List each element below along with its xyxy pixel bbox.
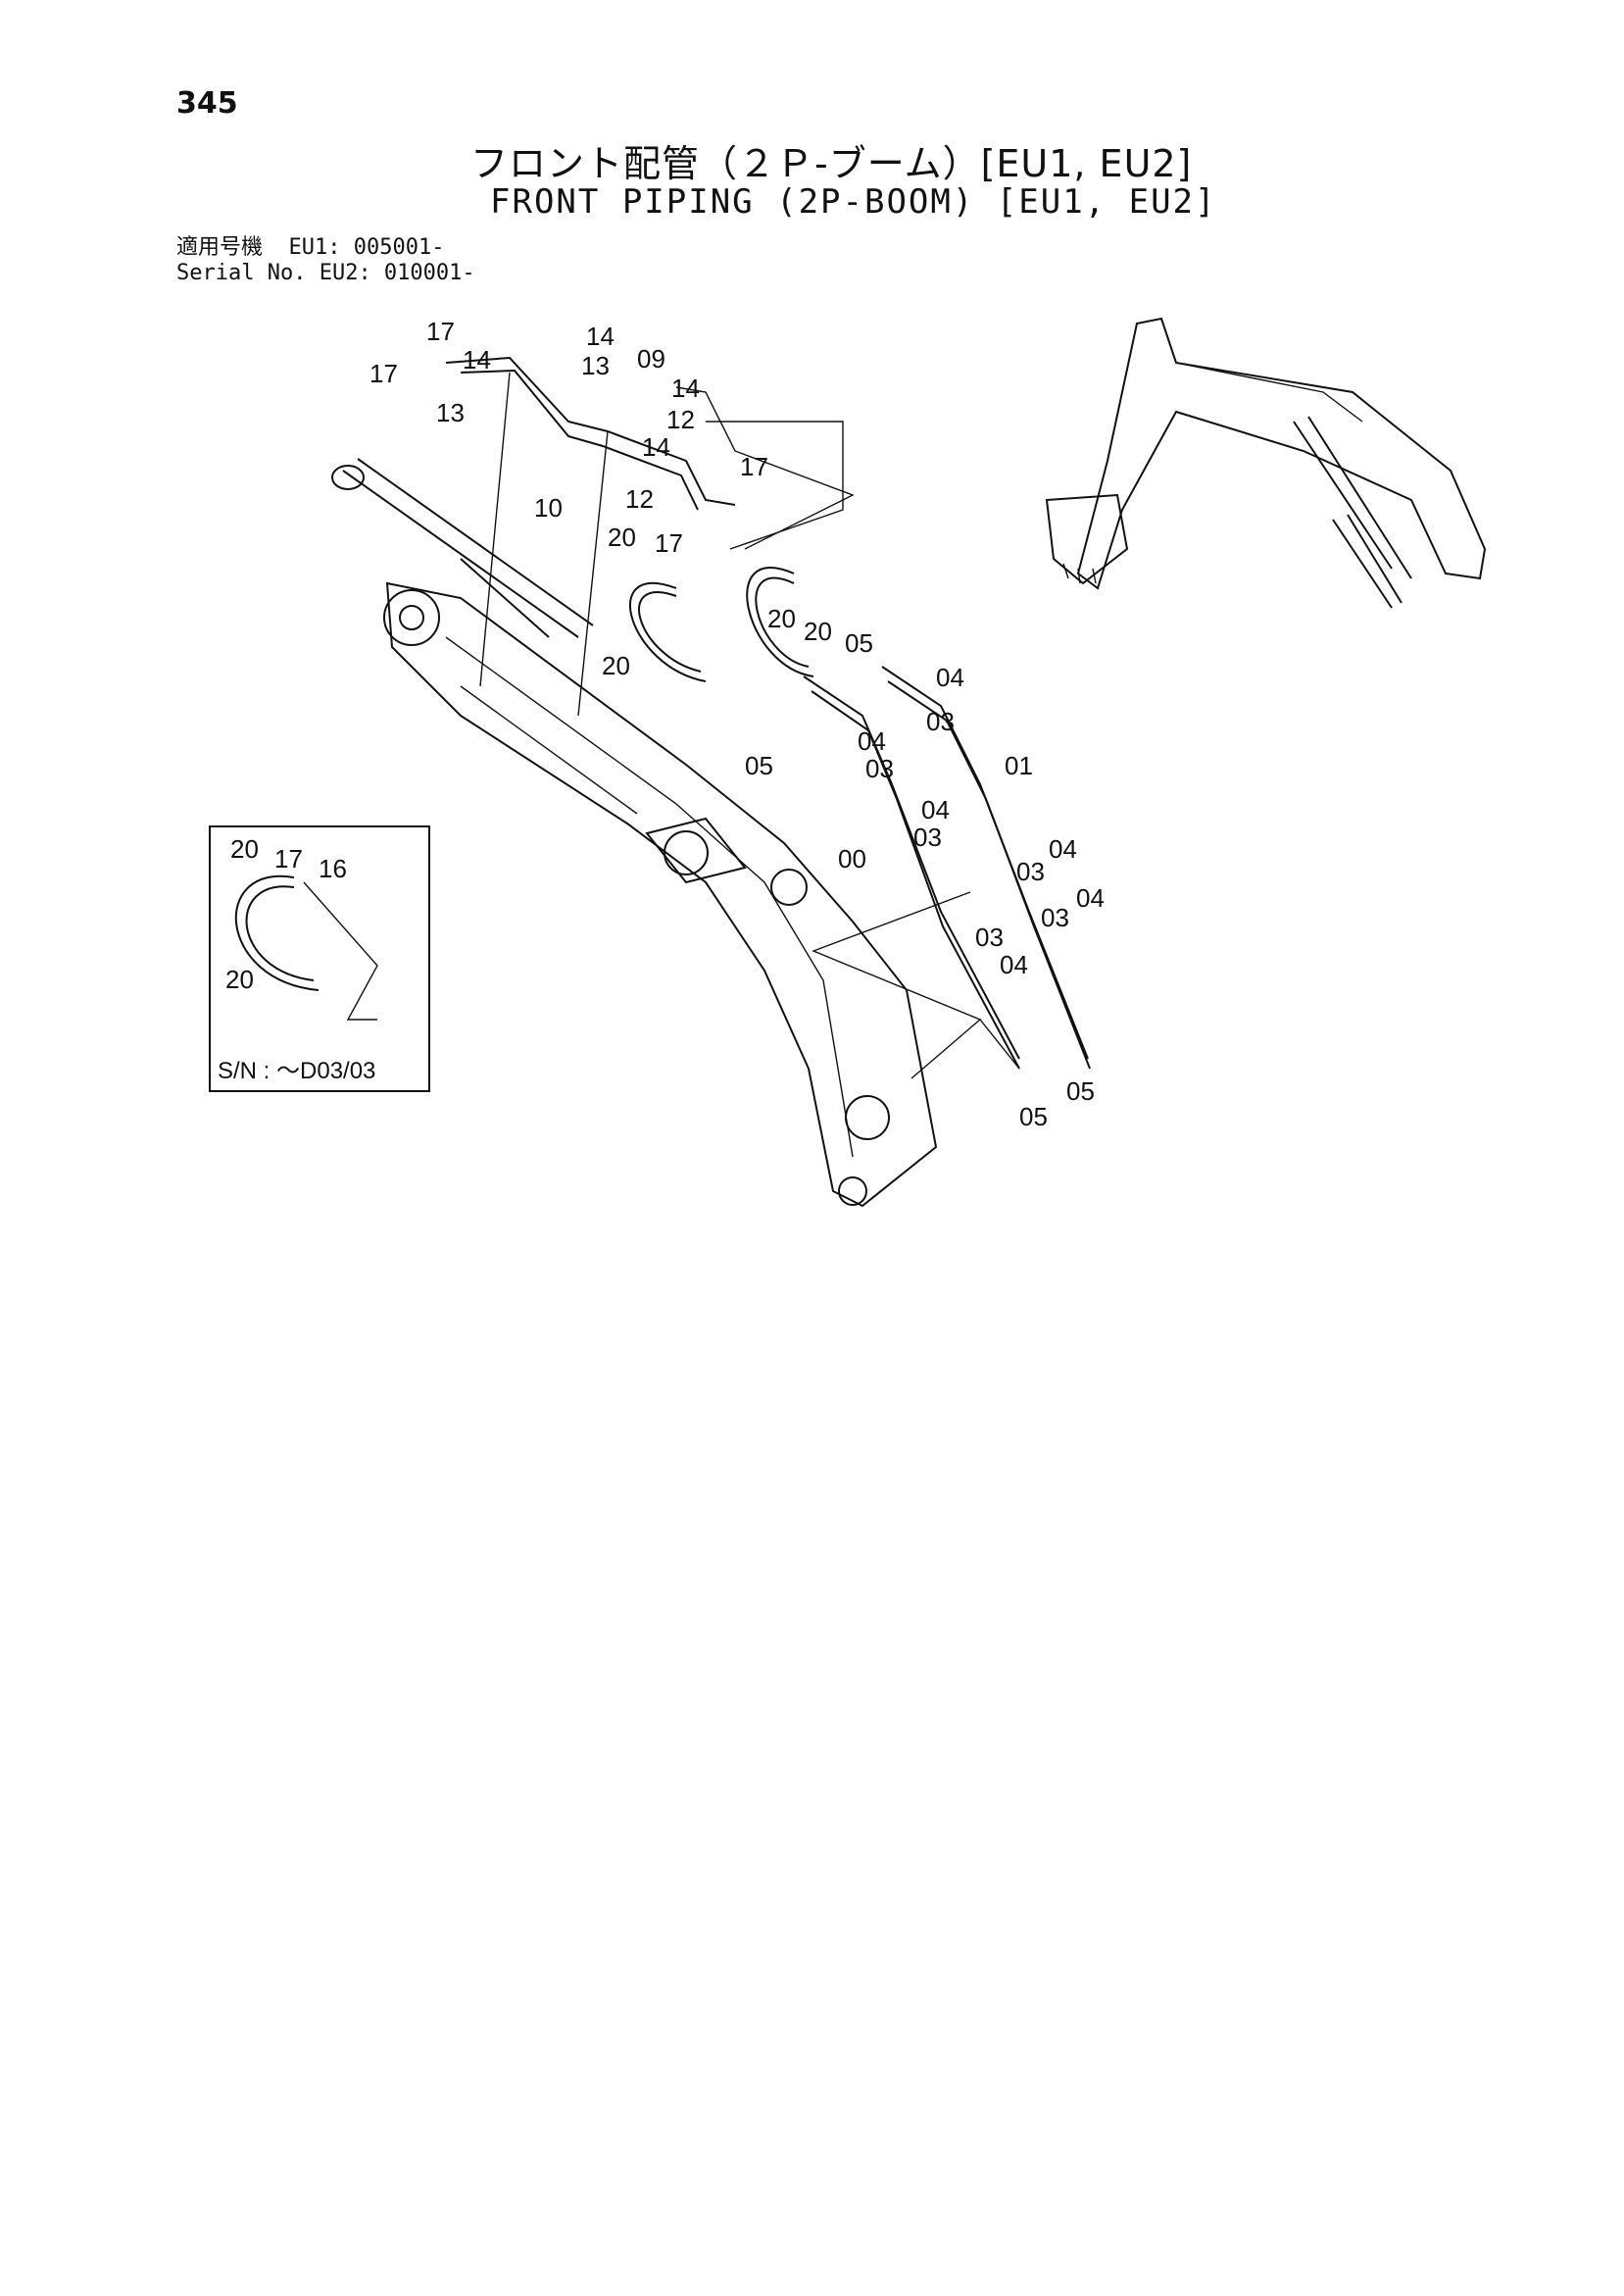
- serial-label-en: Serial No.: [176, 261, 307, 285]
- callout-01: 01: [1005, 751, 1033, 780]
- serial-value-eu2: EU2: 010001-: [319, 261, 475, 285]
- title-japanese: フロント配管（２Ｐ-ブーム）[EU1, EU2]: [470, 142, 1193, 185]
- callout-13b: 13: [581, 351, 610, 380]
- serial-value-eu1: EU1: 005001-: [288, 235, 445, 260]
- callout-03a: 03: [926, 707, 955, 736]
- callout-17d: 17: [655, 528, 683, 558]
- callouts: 17 17 14 14 13 13 09 14 12 14 17 10 12 2…: [369, 317, 1105, 1131]
- serial-label-jp: 適用号機: [176, 235, 264, 260]
- callout-03d: 03: [1016, 857, 1045, 886]
- callout-05d: 05: [1066, 1076, 1095, 1106]
- callout-05a: 05: [845, 628, 873, 658]
- callout-09: 09: [637, 344, 665, 374]
- callout-14a: 14: [463, 345, 491, 374]
- callout-04e: 04: [1076, 883, 1105, 913]
- inset-callout-20a: 20: [230, 834, 259, 864]
- callout-14d: 14: [642, 432, 670, 462]
- callout-04a: 04: [936, 663, 964, 692]
- callout-05c: 05: [1019, 1102, 1048, 1131]
- callout-03b: 03: [865, 754, 894, 783]
- callout-12b: 12: [625, 484, 654, 514]
- callout-00: 00: [838, 844, 866, 873]
- callout-20a: 20: [608, 523, 636, 552]
- inset-callout-16: 16: [319, 854, 347, 883]
- title-english: FRONT PIPING (2P-BOOM) [EU1, EU2]: [490, 182, 1217, 222]
- callout-17b: 17: [369, 359, 398, 388]
- boom-structure: [383, 581, 938, 1208]
- callout-17c: 17: [740, 452, 768, 481]
- callout-20d: 20: [804, 617, 832, 646]
- callout-04d: 04: [1049, 834, 1077, 864]
- callout-03f: 03: [1041, 903, 1069, 932]
- leader-lines: [479, 372, 1020, 1079]
- boom-cylinder: [331, 458, 594, 638]
- callout-13a: 13: [436, 398, 465, 427]
- serial-info: 適用号機 EU1: 005001- Serial No. EU2: 010001…: [176, 235, 475, 286]
- callout-03c: 03: [913, 823, 942, 852]
- callout-20b: 20: [602, 651, 630, 680]
- callout-05b: 05: [745, 751, 773, 780]
- callout-03e: 03: [975, 923, 1004, 952]
- inset-caption: S/N : ～D03/03: [218, 1058, 375, 1084]
- inset-callout-20b: 20: [225, 965, 254, 994]
- serial-row-jp: 適用号機 EU1: 005001-: [176, 235, 475, 261]
- callout-14b: 14: [586, 322, 615, 351]
- callout-04b: 04: [858, 726, 886, 756]
- inset-callout-17: 17: [274, 844, 303, 873]
- serial-row-en: Serial No. EU2: 010001-: [176, 261, 475, 286]
- inset-detail: 20 17 16 20 S/N : ～D03/03: [209, 825, 430, 1092]
- hoses: [628, 567, 814, 682]
- page-number: 345: [176, 86, 238, 121]
- callout-12a: 12: [666, 405, 695, 434]
- callout-10: 10: [534, 493, 563, 523]
- callout-20c: 20: [767, 604, 796, 633]
- callout-04c: 04: [921, 795, 950, 824]
- callout-14c: 14: [671, 374, 700, 403]
- callout-04f: 04: [1000, 950, 1028, 979]
- callout-17a: 17: [426, 317, 455, 346]
- excavator-overview-illustration: [1045, 317, 1487, 609]
